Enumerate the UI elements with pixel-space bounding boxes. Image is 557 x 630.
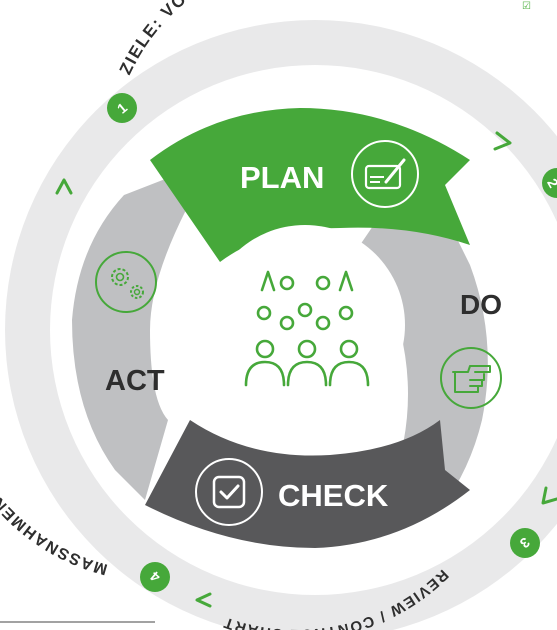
checkbox-icon [195,458,263,526]
document-pen-icon [351,140,419,208]
step2-badge: 2 [542,168,557,198]
do-segment [360,160,488,510]
corner-checkbox-icon: ☑ [522,1,531,12]
check-segment [145,420,470,548]
pointing-hand-icon [440,347,502,409]
chevron-icon-bottom [195,592,212,608]
act-segment [72,160,214,500]
step4-badge: 4 [140,562,170,592]
act-label: ACT [105,365,165,397]
chevron-icon-left [55,178,73,195]
do-label: DO [460,289,502,320]
check-label: CHECK [278,478,389,513]
top-left-blank [0,0,215,14]
people-group-icon [244,270,370,387]
top-right-blank [300,0,557,18]
plan-segment [150,108,470,262]
step3-badge: 3 [510,528,540,558]
plan-label: PLAN [240,160,324,195]
chevron-icon-right [541,486,557,505]
step1-badge: 1 [107,93,137,123]
center-circle [205,225,405,425]
chevron-icon-top-right [493,131,512,151]
gears-icon [95,251,157,313]
